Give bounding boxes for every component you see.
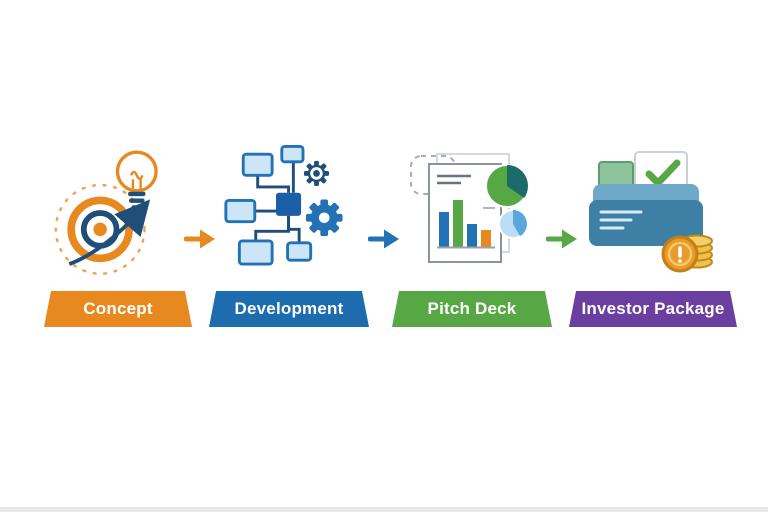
- flowchart-solid-node: [276, 192, 302, 216]
- folder: [589, 184, 703, 246]
- bar-chart: [437, 200, 495, 249]
- stage-label-pitch-deck: Pitch Deck: [427, 299, 517, 318]
- flowchart-gears-icon: [222, 142, 357, 282]
- flow-arrow-3: [545, 227, 578, 251]
- folder-label-lines: [599, 210, 643, 230]
- stage-banner-pitch-deck: Pitch Deck: [392, 291, 552, 327]
- flow-arrow-2: [367, 227, 400, 251]
- target-bullseye: [67, 196, 133, 263]
- stage-banner-investor-package: Investor Package: [569, 291, 737, 327]
- pitch-chart-document-icon: [407, 150, 537, 280]
- stage-label-concept: Concept: [83, 299, 153, 318]
- stage-label-development: Development: [234, 299, 344, 318]
- pie-chart-small: [498, 209, 528, 239]
- large-gear-icon: [305, 199, 343, 237]
- flowchart-nodes: [224, 144, 313, 266]
- investor-folder-coins-icon: [583, 148, 723, 288]
- flow-arrow-1: [183, 227, 216, 251]
- page-text-lines: [437, 174, 471, 185]
- growth-arrow: [68, 199, 151, 266]
- stage-banner-concept: Concept: [44, 291, 192, 327]
- front-coin: [661, 235, 699, 273]
- flowchart-connectors: [254, 161, 301, 243]
- bottom-edge-strip: [0, 507, 768, 512]
- dashed-frame: [410, 155, 456, 195]
- small-gear-icon: [303, 160, 330, 186]
- stage-label-investor-package: Investor Package: [581, 299, 725, 318]
- pie-chart-large: [485, 164, 529, 208]
- stage-banner-development: Development: [209, 291, 369, 327]
- lightbulb: [115, 150, 158, 210]
- checkmark-icon: [645, 159, 681, 187]
- lightbulb-target-icon: [50, 142, 185, 282]
